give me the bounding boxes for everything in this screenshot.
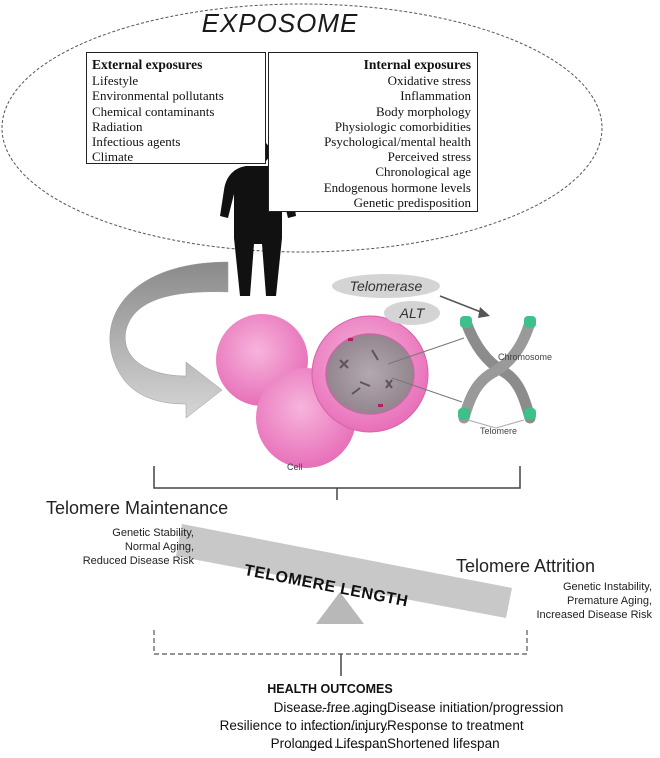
outcome-row: Disease-free aging .....................… <box>0 700 660 718</box>
telomere-attrition-title: Telomere Attrition <box>456 556 596 576</box>
internal-exposure-item: Inflammation <box>400 88 471 104</box>
telomere-cap <box>524 316 536 328</box>
chromosome-label: Chromosome <box>498 352 553 362</box>
telomere-maintenance-description: Genetic Stability, Normal Aging, Reduced… <box>12 526 194 568</box>
outcome-negative: Disease initiation/progression <box>387 700 564 715</box>
internal-exposure-item: Psychological/mental health <box>324 134 471 150</box>
outcome-row: Prolonged Lifespan .....................… <box>0 736 660 754</box>
internal-exposures-box: Internal exposures Oxidative stress Infl… <box>268 52 478 212</box>
outcome-negative: Shortened lifespan <box>387 736 500 751</box>
exposure-flow-arrow <box>109 261 229 419</box>
internal-exposure-item: Perceived stress <box>387 149 471 165</box>
exposome-title: EXPOSOME <box>201 8 359 38</box>
internal-exposure-item: Body morphology <box>376 103 471 119</box>
external-exposure-item: Lifestyle <box>92 73 139 89</box>
telomere-label: Telomere <box>480 426 518 436</box>
attrition-item: Genetic Instability, <box>562 581 652 593</box>
telomere-cap <box>458 408 470 420</box>
outcome-dots: ........................................… <box>300 718 387 733</box>
outcome-positive: Prolonged Lifespan <box>270 736 387 751</box>
cell-bracket <box>153 466 521 489</box>
outcome-bracket <box>153 630 528 655</box>
internal-exposure-item: Physiologic comorbidities <box>334 118 471 134</box>
cell-label: Cell <box>287 462 303 472</box>
maintenance-item: Normal Aging, <box>124 541 194 553</box>
maintenance-item: Reduced Disease Risk <box>82 555 194 567</box>
external-exposure-item: Chemical contaminants <box>92 103 215 119</box>
attrition-item: Premature Aging, <box>567 595 652 607</box>
telomere-maintenance-title: Telomere Maintenance <box>46 498 229 518</box>
outcome-negative: Response to treatment <box>387 718 524 733</box>
exposome-ellipse <box>1 3 603 253</box>
external-exposures-box: External exposures Lifestyle Environment… <box>86 52 266 164</box>
internal-exposure-item: Chronological age <box>375 164 471 180</box>
telomerase-arrow <box>439 295 490 318</box>
nucleus <box>325 333 415 415</box>
external-exposure-item: Climate <box>92 149 134 165</box>
outcome-positive: Resilience to infection/injury <box>219 718 387 733</box>
external-exposure-item: Infectious agents <box>92 134 181 150</box>
outcome-row: Resilience to infection/injury .........… <box>0 718 660 736</box>
telomerase-label: Telomerase <box>332 274 440 298</box>
alt-label: ALT <box>384 301 440 325</box>
external-exposure-item: Radiation <box>92 118 143 134</box>
internal-exposures-heading: Internal exposures <box>363 57 471 72</box>
internal-exposure-item: Genetic predisposition <box>353 194 471 210</box>
outcome-dots: ........................................… <box>300 700 387 715</box>
cell-illustration <box>216 314 429 468</box>
maintenance-item: Genetic Stability, <box>112 527 194 539</box>
health-outcomes-title: HEALTH OUTCOMES <box>267 682 393 696</box>
internal-exposure-item: Oxidative stress <box>387 73 471 89</box>
telomere-length-beam <box>176 524 512 618</box>
external-exposures-heading: External exposures <box>92 57 203 72</box>
telomere-attrition-description: Genetic Instability, Premature Aging, In… <box>468 580 652 622</box>
telomere-cap <box>524 408 536 420</box>
chromosome-icon <box>458 316 536 429</box>
internal-exposure-item: Endogenous hormone levels <box>323 179 471 195</box>
external-exposure-item: Environmental pollutants <box>92 88 224 104</box>
fulcrum-triangle <box>316 592 364 624</box>
outcome-dots: ........................................… <box>300 736 387 751</box>
telomere-cap <box>460 316 472 328</box>
outcome-positive: Disease-free aging <box>273 700 387 715</box>
attrition-item: Increased Disease Risk <box>536 609 652 621</box>
